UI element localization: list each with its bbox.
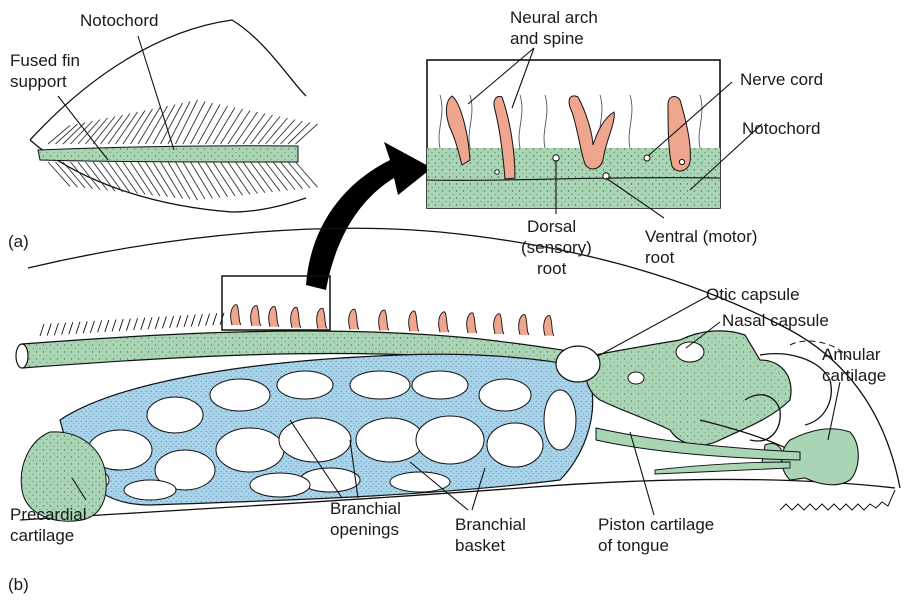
label-branchial-basket-line1: Branchial	[455, 515, 526, 534]
neural-arch	[379, 310, 389, 330]
neural-arch	[317, 308, 327, 328]
small-neural-arch	[119, 319, 123, 331]
label-notochord-a: Notochord	[80, 11, 158, 30]
neural-arch	[494, 314, 504, 334]
label-dorsal-line2: (sensory)	[521, 238, 592, 257]
small-neural-arch	[40, 324, 44, 336]
branchial-basket-hole	[356, 418, 424, 462]
label-nerve-cord: Nerve cord	[740, 70, 823, 89]
label-branchial-basket-line2: basket	[455, 536, 505, 555]
small-neural-arch	[213, 313, 217, 325]
label-precardial-line2: cartilage	[10, 526, 74, 545]
small-neural-arch	[177, 315, 181, 327]
small-neural-arch	[126, 319, 130, 331]
small-neural-arch	[98, 320, 102, 332]
small-neural-arch	[170, 316, 174, 328]
branchial-basket-hole	[250, 473, 310, 497]
small-neural-arch	[112, 320, 116, 332]
neural-arch	[251, 306, 261, 326]
label-piston-line1: Piston cartilage	[598, 515, 714, 534]
label-neural-arch-line1: Neural arch	[510, 8, 598, 27]
label-ventral-line1: Ventral (motor)	[645, 227, 757, 246]
small-neural-arch	[162, 316, 166, 328]
neural-arch	[269, 306, 279, 326]
panel-b-letter: (b)	[8, 575, 29, 594]
branchial-basket-hole	[350, 371, 410, 399]
small-neural-arch	[47, 324, 51, 336]
small-neural-arch	[62, 323, 66, 335]
small-neural-arch	[155, 317, 159, 329]
neural-arch	[467, 313, 477, 333]
magnify-arrow	[306, 142, 432, 290]
branchial-basket-hole	[147, 397, 203, 433]
label-ventral-line2: root	[645, 248, 675, 267]
small-neural-arch	[54, 323, 58, 335]
inset-magnified	[427, 60, 720, 208]
label-fused-fin-support-line2: support	[10, 72, 67, 91]
small-neural-arch	[198, 314, 202, 326]
small-neural-arch	[134, 318, 138, 330]
label-precardial-line1: Precardial	[10, 505, 87, 524]
label-otic-capsule: Otic capsule	[706, 285, 800, 304]
small-neural-arch	[148, 317, 152, 329]
small-neural-arch	[76, 322, 80, 334]
branchial-basket-hole	[479, 379, 531, 411]
small-neural-arch	[90, 321, 94, 333]
panel-a-letter: (a)	[8, 232, 29, 251]
label-nasal-capsule: Nasal capsule	[722, 311, 829, 330]
neural-arch	[349, 309, 359, 329]
neural-arch	[409, 311, 419, 331]
small-neural-arch	[69, 322, 73, 334]
branchial-basket-hole	[487, 423, 543, 467]
label-branchial-openings-line1: Branchial	[330, 499, 401, 518]
label-annular-line1: Annular	[822, 345, 881, 364]
label-annular-line2: cartilage	[822, 366, 886, 385]
branchial-basket-hole	[544, 390, 576, 450]
branchial-basket-hole	[279, 418, 351, 462]
label-notochord-inset: Notochord	[742, 119, 820, 138]
small-neural-arch	[191, 315, 195, 327]
label-dorsal-line1: Dorsal	[527, 217, 576, 236]
neural-arch	[519, 315, 529, 335]
panel-b-body	[16, 228, 900, 521]
label-neural-arch-line2: and spine	[510, 29, 584, 48]
small-neural-arch	[206, 314, 210, 326]
branchial-basket-hole	[390, 472, 450, 492]
label-piston-line2: of tongue	[598, 536, 669, 555]
neural-arch	[291, 307, 301, 327]
small-neural-arch	[105, 320, 109, 332]
small-neural-arch	[184, 315, 188, 327]
small-neural-arch	[141, 318, 145, 330]
neural-arch	[439, 312, 449, 332]
label-branchial-openings-line2: openings	[330, 520, 399, 539]
branchial-basket-hole	[416, 416, 484, 464]
neural-arch	[231, 305, 241, 325]
branchial-basket-shape	[60, 354, 593, 505]
branchial-basket-hole	[210, 379, 270, 411]
label-dorsal-line3: root	[537, 259, 567, 278]
branchial-basket-hole	[216, 428, 284, 472]
label-fused-fin-support-line1: Fused fin	[10, 51, 80, 70]
branchial-basket-hole	[124, 480, 176, 500]
small-neural-arch	[83, 321, 87, 333]
branchial-basket-hole	[277, 371, 333, 399]
branchial-basket-hole	[412, 371, 468, 399]
neural-arch	[544, 315, 554, 335]
